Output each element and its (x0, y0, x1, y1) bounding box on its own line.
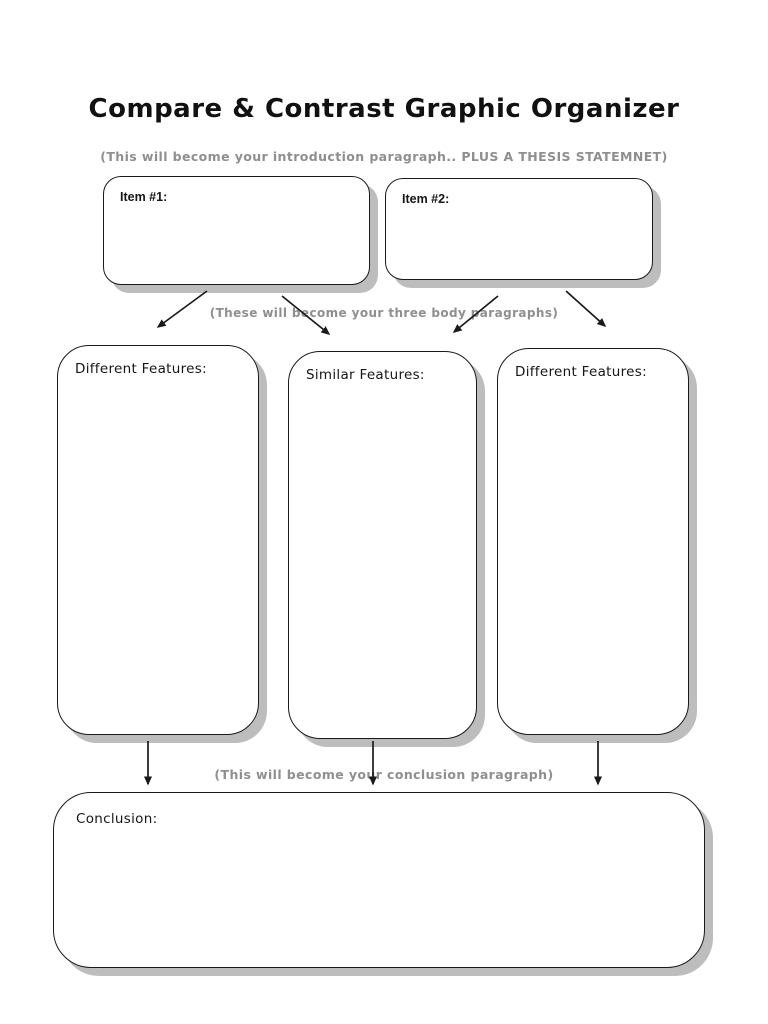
different-features-left-box: Different Features: (57, 345, 259, 735)
conclusion-note: (This will become your conclusion paragr… (214, 767, 554, 782)
different-features-left-label: Different Features: (75, 361, 207, 377)
conclusion-box: Conclusion: (53, 792, 705, 968)
body-note: (These will become your three body parag… (209, 306, 559, 320)
similar-features-box: Similar Features: (288, 351, 477, 739)
page-title: Compare & Contrast Graphic Organizer (88, 94, 680, 124)
item2-box: Item #2: (385, 178, 653, 280)
item1-box: Item #1: (103, 176, 370, 285)
similar-features-label: Similar Features: (306, 367, 425, 383)
different-features-right-box: Different Features: (497, 348, 689, 735)
item2-label: Item #2: (402, 192, 450, 206)
different-features-right-label: Different Features: (515, 364, 647, 380)
intro-note: (This will become your introduction para… (100, 149, 668, 164)
conclusion-label: Conclusion: (76, 811, 158, 827)
item1-label: Item #1: (120, 190, 168, 204)
